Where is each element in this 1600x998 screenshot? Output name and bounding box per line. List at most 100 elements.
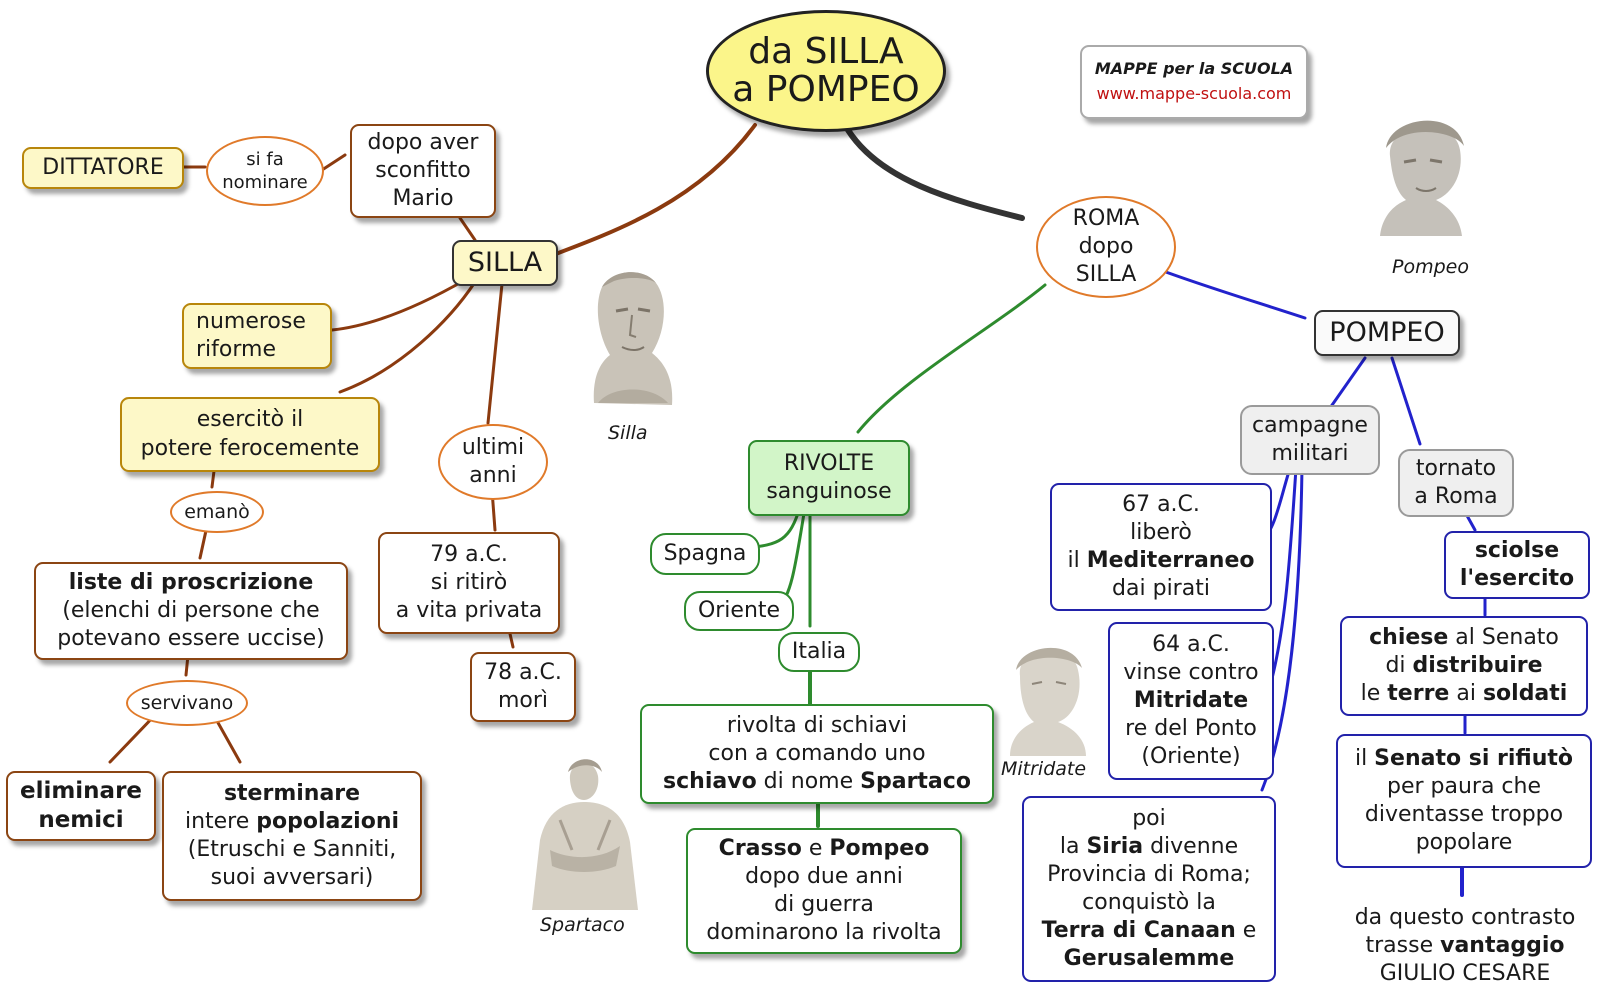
italia-label: Italia [791, 638, 847, 664]
spartaco-statue-image [532, 759, 638, 910]
silla-label: SILLA [467, 246, 543, 278]
node-dittatore: DITTATORE [22, 147, 184, 189]
c67-line-2: liberò [1130, 519, 1192, 545]
ritiro-line-1: 79 a.C. [430, 541, 508, 567]
liste-line-2: (elenchi di persone che [62, 597, 320, 623]
sciolse-line-2: l'esercito [1459, 566, 1575, 591]
crasso-line-1: Crasso e Pompeo [718, 835, 930, 861]
liste-line-1: liste di proscrizione [68, 569, 314, 595]
liste-line-3: potevano essere uccise) [57, 626, 325, 652]
node-sterminare: sterminare intere popolazioni (Etruschi … [162, 771, 422, 901]
c64-line-1: 64 a.C. [1152, 631, 1230, 657]
chiese-line-3: le terre ai soldati [1360, 681, 1568, 707]
schiavi-line-3: schiavo di nome Spartaco [663, 769, 971, 795]
c67-line-1: 67 a.C. [1122, 491, 1200, 517]
dopoaver-line-3: Mario [392, 186, 454, 212]
sterminare-line-3: (Etruschi e Sanniti, [187, 837, 397, 862]
link-dopoaver [458, 216, 477, 242]
c64-line-2: vinse contro [1123, 659, 1259, 685]
chiese-line-2: di distribuire [1385, 652, 1543, 678]
node-67ac-mediterraneo: 67 a.C. liberò il Mediterraneo dai pirat… [1050, 483, 1272, 611]
roma-line-1: ROMA [1072, 205, 1140, 231]
siria-line-2: la Siria divenne [1059, 833, 1239, 859]
sifa-line-1: si fa [246, 148, 284, 170]
node-oriente: Oriente [684, 591, 794, 631]
mitridate-bust-image [1010, 647, 1086, 756]
node-roma-dopo-silla: ROMA dopo SILLA [1036, 196, 1176, 298]
c64-line-3: Mitridate [1133, 687, 1249, 713]
crasso-line-4: dominarono la rivolta [706, 920, 942, 946]
sifa-line-2: nominare [222, 172, 308, 193]
node-pompeo: POMPEO [1314, 310, 1460, 356]
node-78ac-mori: 78 a.C. morì [470, 652, 576, 722]
c64-line-5: (Oriente) [1141, 744, 1241, 770]
campagne-line-2: militari [1271, 441, 1349, 466]
crasso-line-3: di guerra [774, 892, 874, 917]
pompeo-bust-image [1380, 120, 1464, 236]
sterminare-line-4: suoi avversari) [210, 865, 374, 891]
pompeo-caption: Pompeo [1392, 256, 1469, 278]
node-silla: SILLA [452, 240, 558, 286]
node-chiese-senato: chiese al Senato di distribuire le terre… [1340, 616, 1588, 716]
link-title-silla [543, 123, 757, 260]
brand-name: MAPPE per la SCUOLA [1094, 59, 1294, 79]
node-ultimi-anni: ultimi anni [438, 424, 548, 500]
link-potere [338, 280, 477, 394]
spartaco-caption: Spartaco [540, 914, 625, 936]
mitridate-caption: Mitridate [1001, 758, 1087, 780]
siria-line-4: conquistò la [1082, 890, 1216, 915]
siria-line-1: poi [1132, 805, 1166, 831]
crasso-line-2: dopo due anni [745, 863, 903, 889]
link-roma-pompeo [1153, 266, 1307, 320]
rivolte-line-2: sanguinose [766, 479, 892, 504]
brand-url[interactable]: www.mappe-scuola.com [1096, 84, 1292, 103]
c67-line-3: il Mediterraneo [1067, 548, 1255, 573]
schiavi-line-1: rivolta di schiavi [726, 712, 908, 738]
roma-line-3: SILLA [1075, 262, 1137, 288]
sterminare-line-1: sterminare [223, 780, 361, 806]
schiavi-line-2: con a comando uno [708, 740, 926, 766]
node-sciolse-esercito: sciolse l'esercito [1444, 531, 1590, 599]
mori-line-1: 78 a.C. [484, 659, 562, 685]
node-campagne-militari: campagne militari [1240, 405, 1380, 475]
link-campagne [1328, 356, 1367, 410]
node-rivolta-schiavi: rivolta di schiavi con a comando uno sch… [640, 704, 994, 804]
node-senato-rifiuto: il Senato si rifiutò per paura che diven… [1336, 734, 1592, 868]
cesare-line-1: da questo contrasto [1354, 904, 1576, 930]
node-italia: Italia [778, 632, 860, 672]
node-siria-gerusalemme: poi la Siria divenne Provincia di Roma; … [1022, 796, 1276, 982]
link-roma-rivolte [856, 283, 1047, 434]
node-numerose-riforme: numerose riforme [182, 303, 332, 369]
cesare-line-2: trasse vantaggio [1365, 932, 1565, 958]
node-liste-proscrizione: liste di proscrizione (elenchi di person… [34, 562, 348, 660]
ultimi-line-1: ultimi [461, 434, 525, 460]
link-label-servivano: servivano [126, 680, 248, 726]
oriente-label: Oriente [697, 597, 781, 623]
node-79ac-ritiro: 79 a.C. si ritirò a vita privata [378, 532, 560, 634]
spagna-label: Spagna [663, 540, 747, 566]
c64-line-4: re del Ponto [1125, 716, 1257, 742]
title-line-2: a POMPEO [732, 69, 920, 110]
rivolte-line-1: RIVOLTE [783, 450, 875, 476]
brand-box: MAPPE per la SCUOLA www.mappe-scuola.com [1080, 45, 1308, 119]
link-label-emano: emanò [170, 491, 264, 533]
cesare-line-3: GIULIO CESARE [1379, 961, 1551, 987]
eliminare-line-1: eliminare [19, 777, 143, 804]
sciolse-line-1: sciolse [1474, 537, 1560, 563]
senato-line-3: diventasse troppo [1364, 802, 1564, 827]
chiese-line-1: chiese al Senato [1369, 624, 1559, 650]
campagne-line-1: campagne [1252, 412, 1368, 438]
link-title-roma [845, 127, 1025, 221]
emano-label: emanò [184, 500, 250, 523]
link-sifa [320, 153, 347, 172]
silla-bust-image [593, 272, 673, 405]
potere-line-2: potere ferocemente [140, 435, 360, 461]
servivano-label: servivano [140, 691, 234, 714]
riforme-line-1: numerose [196, 308, 306, 334]
pompeo-label: POMPEO [1329, 316, 1445, 348]
node-eliminare-nemici: eliminare nemici [6, 771, 156, 841]
ritiro-line-3: a vita privata [395, 598, 543, 624]
c67-line-4: dai pirati [1112, 576, 1210, 602]
roma-line-2: dopo [1078, 233, 1134, 259]
tornato-line-2: a Roma [1414, 484, 1498, 509]
